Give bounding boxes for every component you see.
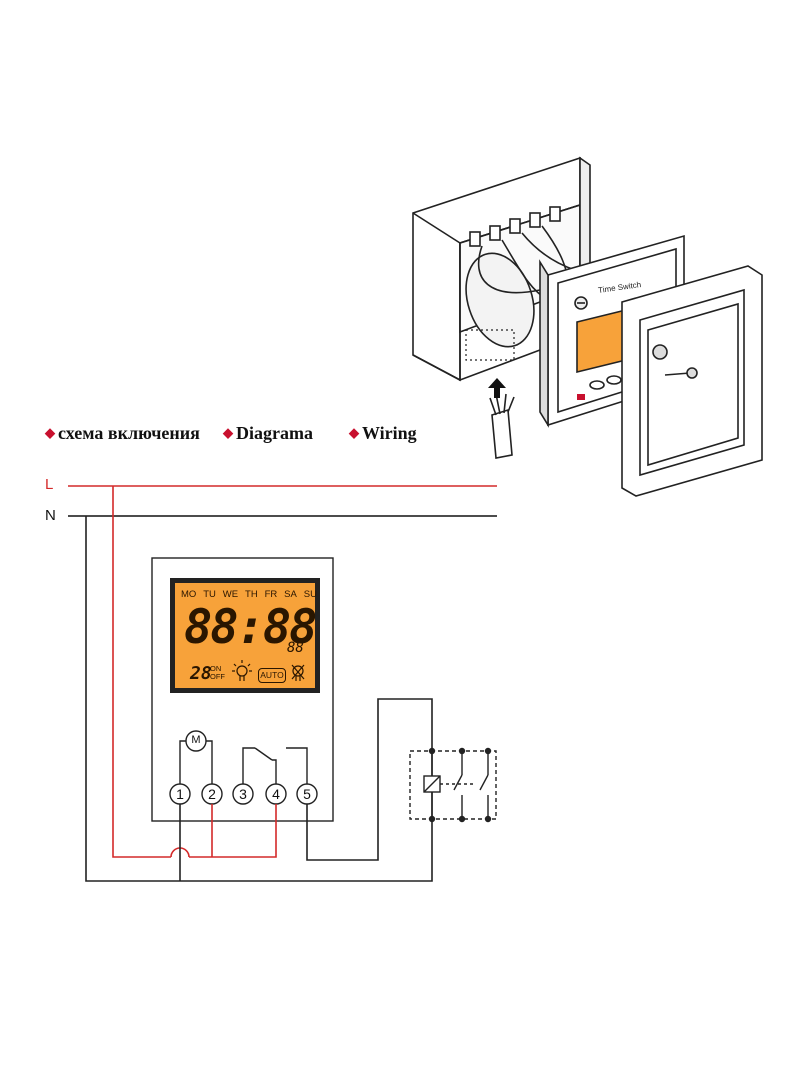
terminal-label: 1 bbox=[176, 786, 184, 802]
switch-contact bbox=[242, 747, 308, 784]
bulb-icon bbox=[232, 660, 252, 681]
caption-russian-text: схема включения bbox=[58, 423, 200, 443]
diamond-bullet-icon: ◆ bbox=[45, 425, 55, 440]
live-label: L bbox=[45, 476, 54, 493]
caption-english-text: Wiring bbox=[362, 423, 417, 443]
cover-frame bbox=[621, 265, 763, 497]
lcd-day: FR bbox=[264, 589, 278, 600]
neutral-label: N bbox=[45, 507, 56, 524]
lcd-time-digits: 88:88 bbox=[184, 600, 317, 655]
cable-icon bbox=[489, 393, 515, 459]
lcd-on-label: ON bbox=[210, 664, 222, 673]
device-exploded-illustration bbox=[412, 156, 763, 497]
caption-russian: ◆схема включения bbox=[45, 423, 200, 444]
lcd-day: TU bbox=[203, 589, 216, 600]
lcd-day-row: MO TU WE TH FR SA SU bbox=[181, 589, 317, 600]
caption-spanish: ◆Diagrama bbox=[223, 423, 313, 444]
diamond-bullet-icon: ◆ bbox=[223, 425, 233, 440]
terminal-label: 5 bbox=[303, 786, 311, 802]
caption-spanish-text: Diagrama bbox=[236, 423, 313, 443]
motor-circuit bbox=[179, 730, 213, 784]
lcd-auto-badge: AUTO bbox=[258, 668, 286, 683]
lcd-day: TH bbox=[245, 589, 258, 600]
lcd-day: MO bbox=[181, 589, 197, 600]
lcd-day-number: 28 bbox=[190, 663, 212, 684]
bulb-off-icon bbox=[291, 664, 305, 681]
arrow-up-icon bbox=[488, 378, 506, 398]
terminal-label: 4 bbox=[272, 786, 280, 802]
terminal-label: 2 bbox=[208, 786, 216, 802]
lcd-off-label: OFF bbox=[210, 672, 225, 681]
lcd-screen bbox=[175, 583, 315, 688]
lcd-day: SU bbox=[303, 589, 317, 600]
lcd-day: SA bbox=[284, 589, 297, 600]
terminal-label: 3 bbox=[239, 786, 247, 802]
motor-label: M bbox=[191, 734, 201, 746]
caption-english: ◆Wiring bbox=[349, 423, 417, 444]
power-lines bbox=[68, 485, 497, 517]
lcd-seconds-digits: 88 bbox=[287, 640, 304, 656]
lcd-on-off: ON OFF bbox=[210, 665, 225, 681]
diamond-bullet-icon: ◆ bbox=[349, 425, 359, 440]
wall-box bbox=[412, 156, 591, 382]
lcd-day: WE bbox=[222, 589, 239, 600]
relay-coil-icon bbox=[409, 747, 497, 823]
